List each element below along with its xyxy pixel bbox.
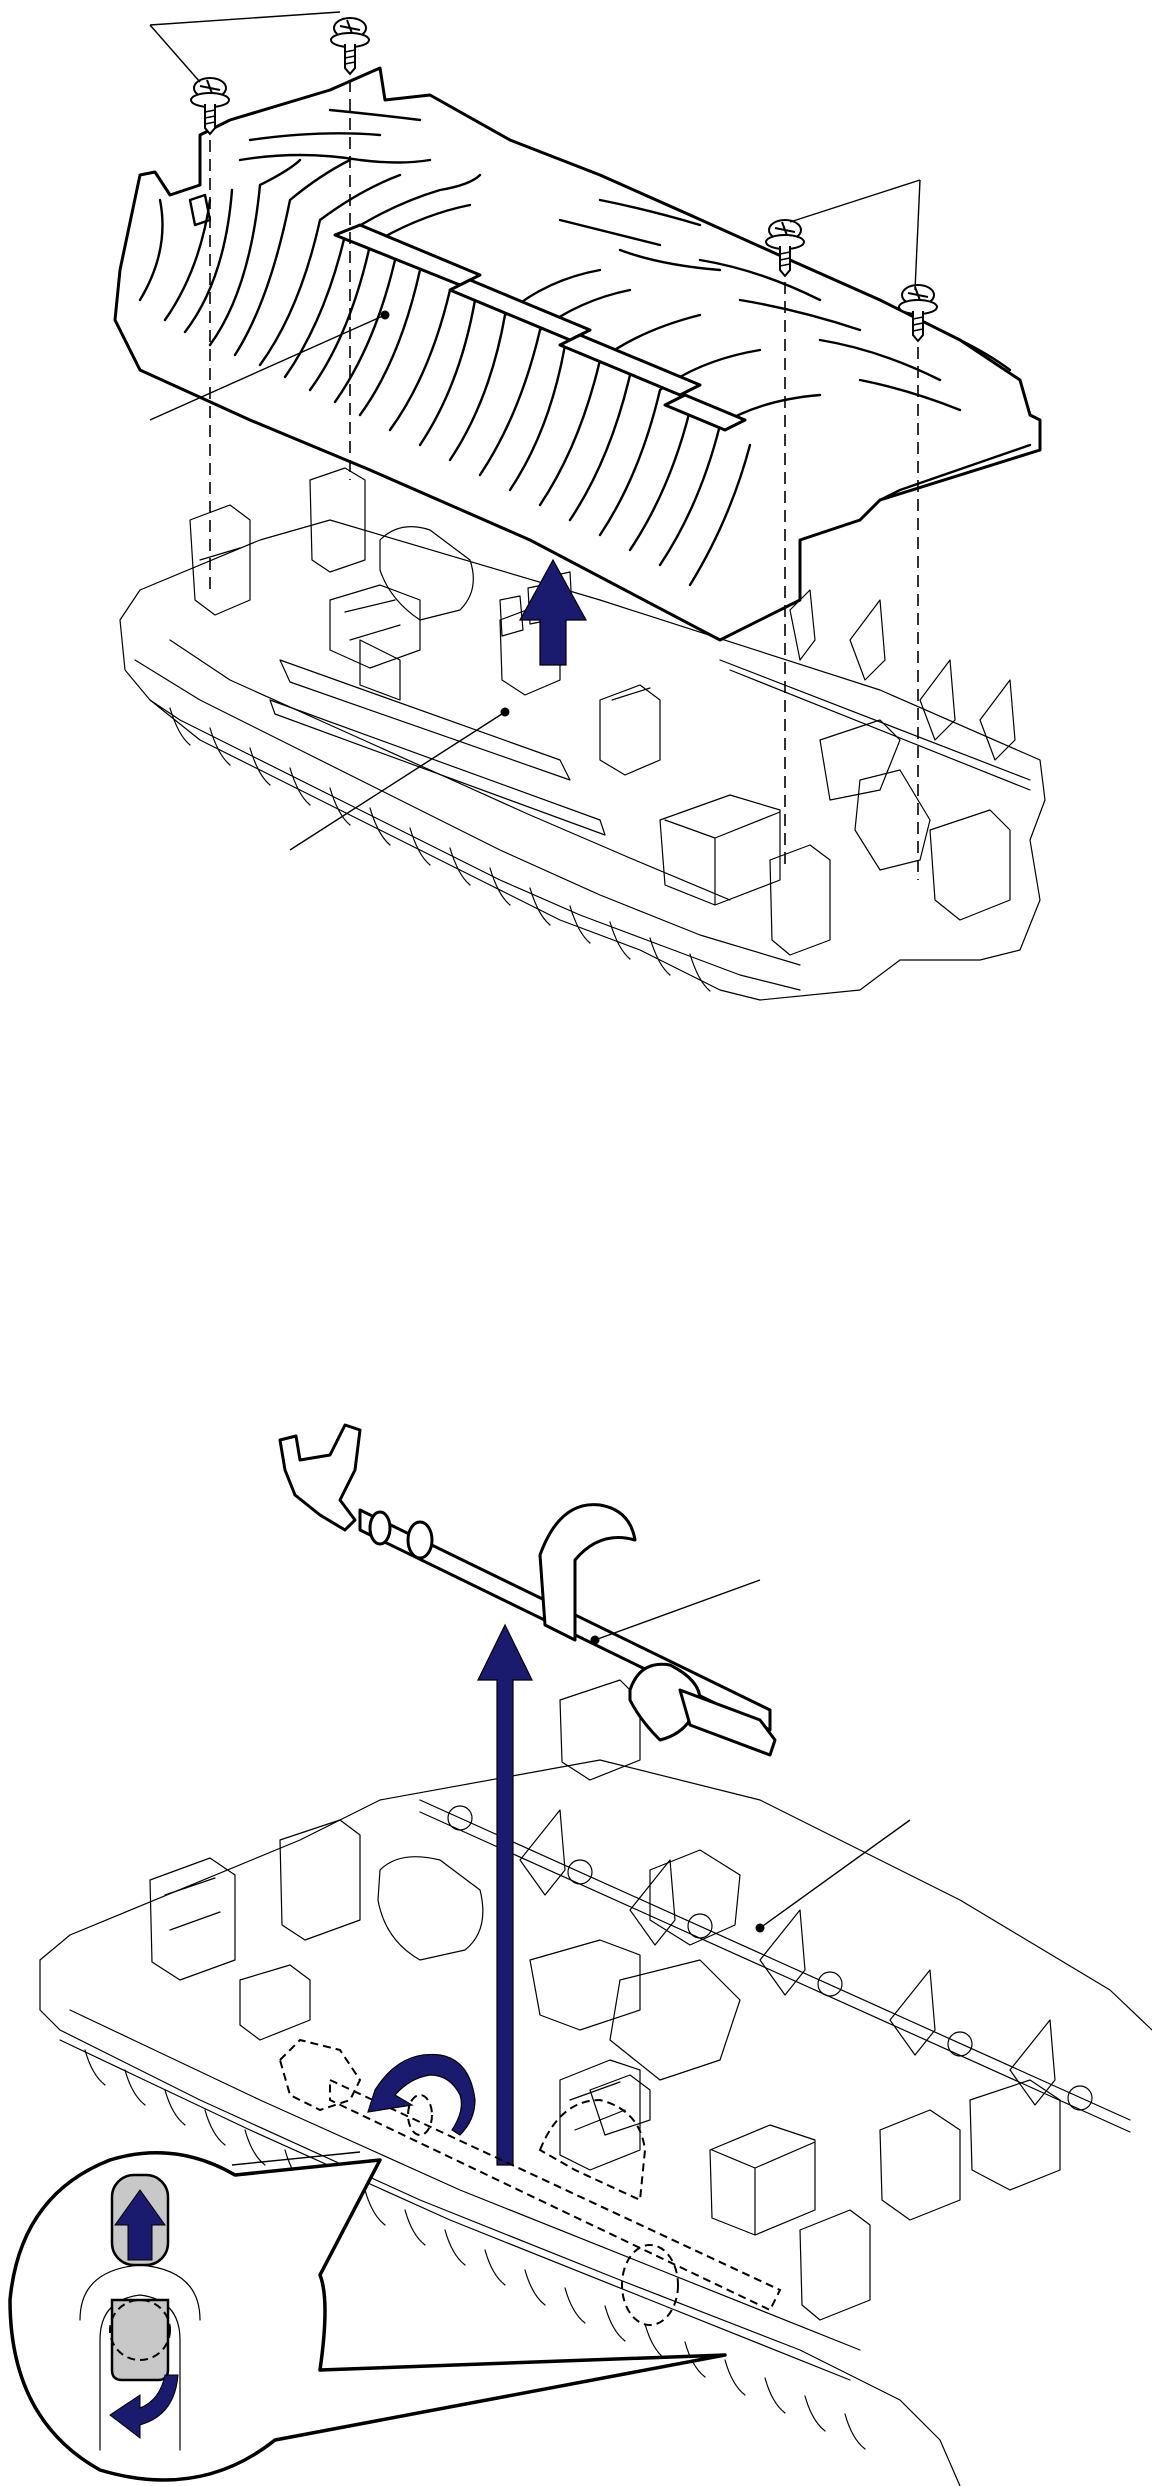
shaft-previous-position: [278, 2038, 782, 2326]
screw-alignment-lines: [209, 80, 919, 880]
shaft-assembly: [278, 1423, 777, 1757]
lift-arrow-icon: [477, 1623, 533, 2166]
upper-assembly: [113, 11, 1046, 1001]
lift-arrow-icon: [518, 558, 588, 666]
base-frame-lower: [39, 1679, 1152, 2486]
lower-assembly: [8, 1423, 1152, 2486]
magnifier-callout-icon: [8, 2151, 727, 2482]
cover-plate: [113, 66, 1042, 642]
rotate-arrow-icon: [367, 2053, 476, 2136]
callout-leaders-upper: [149, 11, 921, 851]
base-frame-upper: [119, 467, 1046, 1001]
callout-leaders-lower: [590, 1579, 911, 1933]
